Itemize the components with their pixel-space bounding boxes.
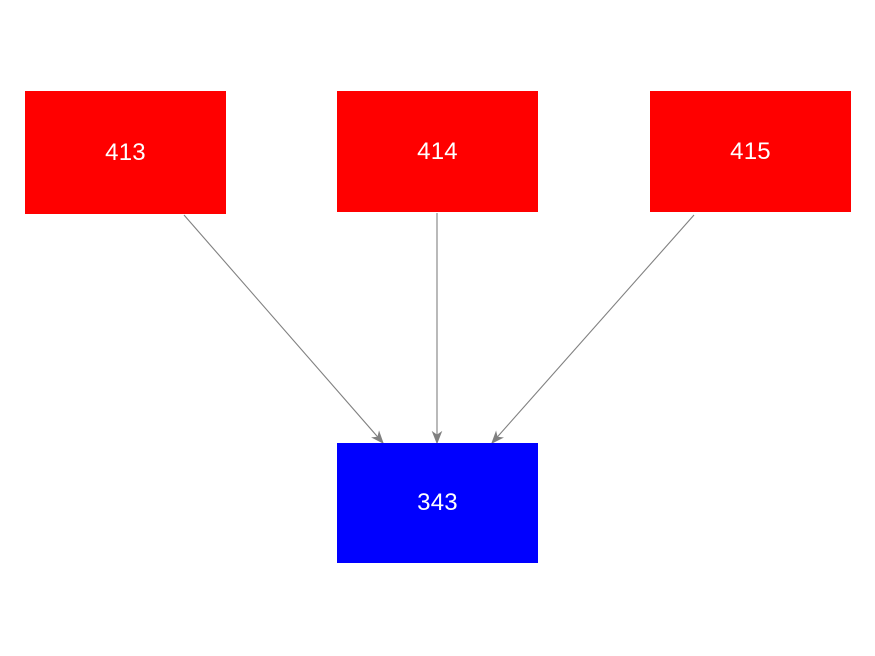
node-415[interactable]: 415 (650, 91, 851, 212)
edge-415-to-343 (491, 214, 695, 444)
node-label: 343 (417, 489, 458, 516)
node-label: 414 (417, 137, 458, 165)
edge-line (491, 214, 695, 444)
edge-413-to-343 (183, 214, 384, 444)
node-label: 415 (730, 137, 771, 165)
node-413[interactable]: 413 (25, 91, 226, 214)
edge-line (183, 214, 384, 444)
node-label: 413 (105, 138, 146, 166)
node-343[interactable]: 343 (337, 443, 538, 563)
node-414[interactable]: 414 (337, 91, 538, 212)
